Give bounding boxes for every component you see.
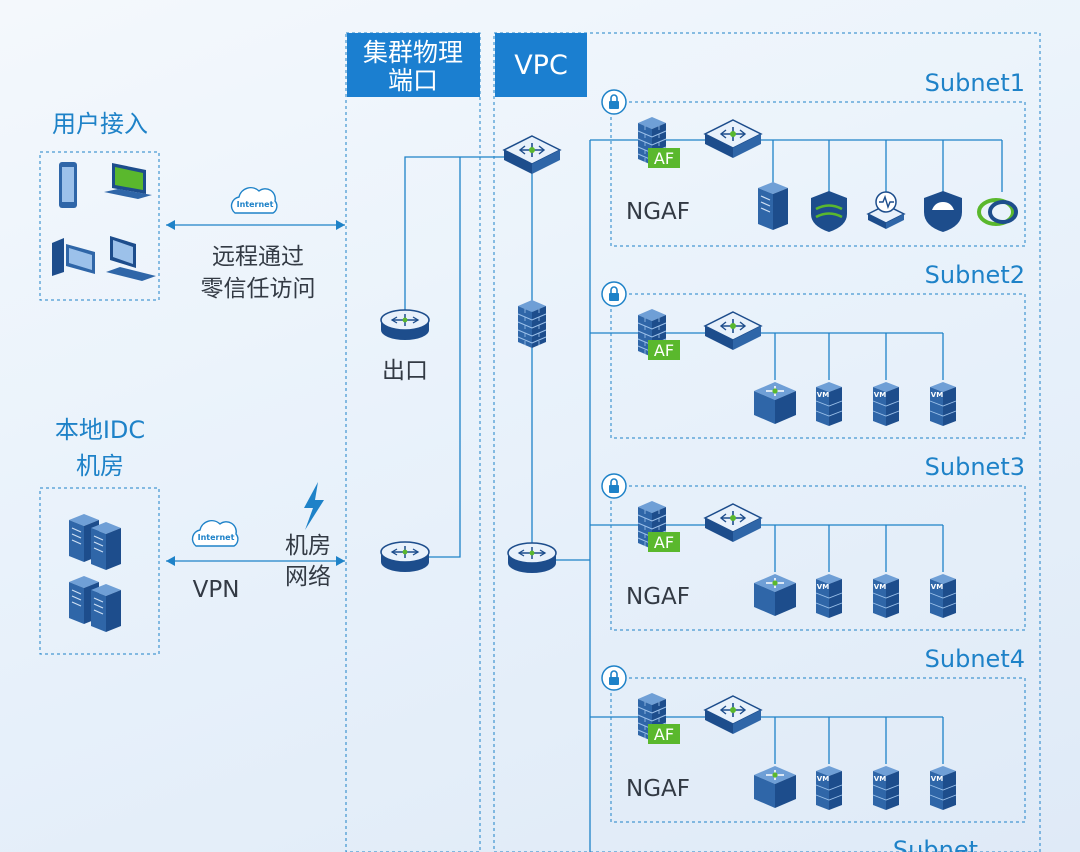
lock-icon: [601, 473, 627, 499]
subnet-2-label: Subnet2: [925, 261, 1025, 289]
subnet-1-label: Subnet1: [925, 69, 1025, 97]
subnet-2-box: [610, 293, 1026, 439]
vm-label: VM: [931, 391, 943, 399]
subnet-1-box: [610, 101, 1026, 247]
dc-router-icon: [380, 541, 430, 573]
dc-network-line1: 机房: [285, 533, 331, 559]
vm-icon: [929, 381, 957, 427]
dc-network-line2: 网络: [285, 564, 331, 590]
internet-label: Internet: [198, 533, 235, 542]
af-badge: [648, 724, 680, 744]
subnet-2: Subnet2 AF VM VM VM: [590, 261, 1026, 439]
vm-icon: [815, 573, 843, 619]
remote-label-line2: 零信任访问: [201, 276, 316, 302]
subnet-3-label: Subnet3: [925, 453, 1025, 481]
subnet-1: Subnet1 AF NGAF: [590, 69, 1026, 247]
vpc-router-icon: [507, 542, 557, 574]
ngaf-label: NGAF: [626, 199, 690, 225]
remote-label-line1: 远程通过: [212, 244, 304, 270]
cluster-port-title-line2: 端口: [388, 66, 438, 95]
vm-icon: [872, 573, 900, 619]
exit-label: 出口: [382, 358, 428, 384]
af-badge: [648, 148, 680, 168]
vm-icon: [929, 765, 957, 811]
vpc-title: VPC: [514, 50, 568, 81]
desktop-computer-icon: [52, 238, 95, 276]
user-devices-box: [39, 151, 160, 301]
vpc-switch-icon: [503, 135, 561, 175]
cluster-port-title-line1: 集群物理: [363, 38, 463, 67]
vpn-label: VPN: [193, 577, 240, 603]
vm-label: VM: [817, 391, 829, 399]
vm-label: VM: [931, 583, 943, 591]
af-badge-label: AF: [654, 725, 674, 744]
monitor-pulse-icon: [866, 191, 906, 229]
subnet-4-box: [610, 677, 1026, 823]
subnet-3-box: [610, 485, 1026, 631]
af-badge-label: AF: [654, 149, 674, 168]
core-switch-icon: [753, 765, 797, 809]
arrow-left-icon: [166, 220, 175, 230]
vm-icon: [872, 765, 900, 811]
vm-icon: [872, 381, 900, 427]
vm-label: VM: [874, 391, 886, 399]
dc-link: [405, 157, 461, 558]
ngaf-label: NGAF: [626, 776, 690, 802]
subnet-3: Subnet3 AF NGAF VM VM VM: [590, 453, 1026, 631]
switch-icon: [704, 695, 762, 735]
af-badge: [648, 532, 680, 552]
workstation-icon: [106, 236, 156, 281]
vm-label: VM: [931, 775, 943, 783]
laptop-icon: [104, 163, 152, 199]
switch-icon: [704, 119, 762, 159]
lock-icon: [601, 281, 627, 307]
vpc-header: [495, 33, 587, 97]
ngaf-label: NGAF: [626, 584, 690, 610]
vm-label: VM: [817, 583, 829, 591]
subnet-4: Subnet4 AF NGAF VM VM VM: [590, 645, 1026, 823]
internet-label: Internet: [237, 200, 274, 209]
cloud-service-icon: [977, 198, 1018, 226]
arrow-right-icon: [336, 556, 345, 566]
lock-icon: [601, 89, 627, 115]
idc-title-line2: 机房: [76, 452, 124, 480]
lightning-icon: [304, 482, 324, 530]
phone-icon: [59, 162, 77, 208]
vm-icon: [815, 381, 843, 427]
subnet-5-label: Subnet: [893, 836, 978, 852]
arrow-left-icon: [166, 556, 175, 566]
switch-icon: [704, 311, 762, 351]
server-icon: [90, 521, 122, 571]
user-access-title: 用户接入: [52, 110, 148, 138]
exit-router-icon: [380, 309, 430, 341]
exit-link: [404, 156, 532, 318]
core-switch-icon: [753, 381, 797, 425]
vm-icon: [929, 573, 957, 619]
cloud-shield-icon: [924, 191, 962, 232]
vpc-column: [493, 32, 1041, 852]
af-badge: [648, 340, 680, 360]
vm-label: VM: [817, 775, 829, 783]
core-switch-icon: [753, 573, 797, 617]
vpc-firewall-icon: [517, 299, 547, 349]
idc-title-line1: 本地IDC: [55, 416, 145, 444]
arrow-right-icon: [336, 220, 345, 230]
idc-servers-box: [39, 487, 160, 655]
cluster-port-header: [347, 33, 480, 97]
vm-label: VM: [874, 775, 886, 783]
server-icon: [90, 583, 122, 633]
af-badge-label: AF: [654, 533, 674, 552]
switch-icon: [704, 503, 762, 543]
security-shield-icon: [811, 191, 847, 232]
af-badge-label: AF: [654, 341, 674, 360]
subnet-4-label: Subnet4: [925, 645, 1025, 673]
lock-icon: [601, 665, 627, 691]
server-icon: [757, 181, 789, 231]
vm-label: VM: [874, 583, 886, 591]
vm-icon: [815, 765, 843, 811]
